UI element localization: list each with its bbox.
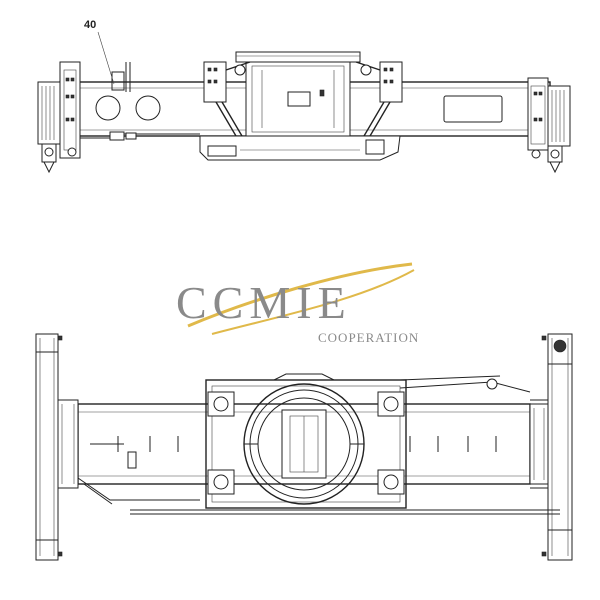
side-elevation-view <box>37 51 571 174</box>
callout-40[interactable]: 40 <box>84 19 115 85</box>
watermark: CCMIE COOPERATION <box>176 262 419 345</box>
watermark-subtitle: COOPERATION <box>318 330 419 345</box>
watermark-brand: CCMIE <box>176 277 352 328</box>
watermark-swoosh <box>187 262 413 328</box>
callout-40-label: 40 <box>84 19 96 31</box>
plan-view <box>35 333 573 561</box>
